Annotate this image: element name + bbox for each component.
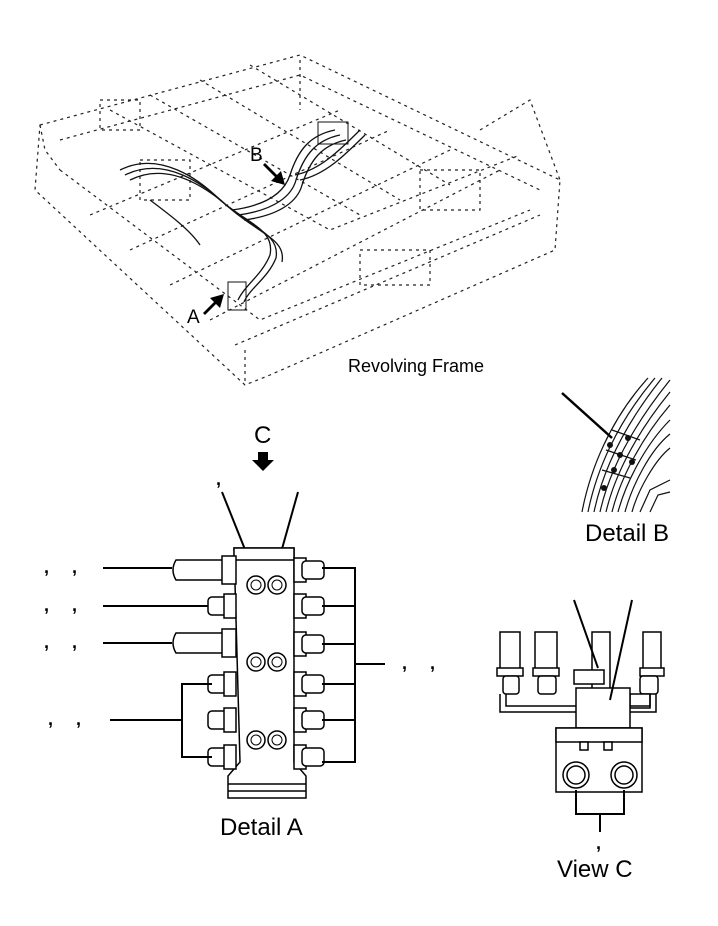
arrow-a-icon xyxy=(203,294,224,315)
revolving-frame-caption: Revolving Frame xyxy=(348,356,485,376)
arrow-b-icon xyxy=(263,163,285,185)
left-callout-4: , , xyxy=(48,709,82,729)
view-c-arrow-icon xyxy=(252,452,274,471)
view-c-caption: View C xyxy=(557,856,633,883)
left-callout-1: , , xyxy=(44,557,78,577)
top-callout-mark: , xyxy=(216,469,222,489)
arrow-a-label: A xyxy=(187,307,200,328)
left-callout-2: , , xyxy=(44,595,78,615)
detail-b-caption: Detail B xyxy=(585,520,670,547)
arrow-b-label: B xyxy=(250,145,263,166)
detail-a-caption: Detail A xyxy=(220,814,303,841)
left-callout-3: , , xyxy=(44,632,78,652)
right-callout: , , xyxy=(402,653,436,673)
view-c-arrow-label: C xyxy=(254,422,272,449)
view-c-callout-mark: , xyxy=(596,833,602,853)
